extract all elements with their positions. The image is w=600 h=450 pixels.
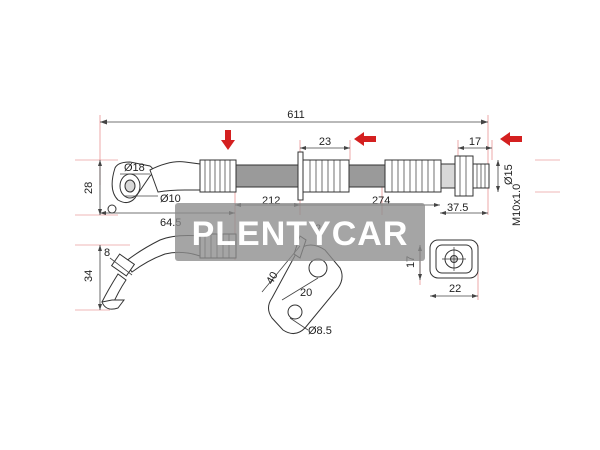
arrow-down-icon	[221, 130, 235, 150]
eye-diameter-dimension: Ø18	[120, 162, 150, 175]
bracket-plate	[297, 151, 304, 201]
hole-diameter-label: Ø10	[160, 193, 181, 205]
bend-height-label: 34	[83, 270, 95, 282]
hex-width-label: 22	[449, 283, 461, 295]
arrow-left-icon	[354, 132, 376, 146]
overall-length-label: 611	[287, 109, 305, 121]
fitting-length-label: 37.5	[447, 202, 468, 214]
bracket-hole-diameter-label: Ø8.5	[308, 325, 332, 337]
hex-end-view	[429, 239, 479, 279]
bracket-hole-diameter-dimension: Ø8.5	[289, 317, 332, 337]
fitting-diameter-dimension: Ø15	[496, 160, 515, 192]
arrow-left-icon	[500, 132, 522, 146]
ferrule-width-dimension: 23	[299, 136, 351, 160]
thread-spec-dimension: M10x1.0	[511, 184, 523, 226]
bracket-hole-spacing-label: 20	[300, 287, 312, 299]
bracket-hole-spacing-dimension: 20	[281, 277, 319, 301]
threaded-fitting	[440, 155, 490, 197]
bend-width-dimension: 8	[104, 247, 133, 276]
left-ferrule	[199, 159, 237, 193]
banjo-eye	[107, 161, 201, 214]
bend-height-dimension: 34	[83, 245, 102, 310]
ferrule-width-label: 23	[319, 136, 331, 148]
fitting-length-dimension: 37.5	[440, 202, 488, 215]
hose-segment	[235, 164, 301, 188]
fitting-diameter-label: Ø15	[503, 164, 515, 185]
main-hose-assembly	[107, 151, 490, 214]
eye-diameter-label: Ø18	[124, 162, 145, 174]
hose-segment	[348, 164, 386, 188]
hole-diameter-dimension: Ø10	[125, 193, 181, 205]
overall-length-dimension: 611	[100, 109, 488, 125]
bracket-length-label: 40	[264, 270, 281, 287]
red-arrow-icons	[221, 130, 522, 150]
height-label: 28	[83, 182, 95, 194]
right-ferrule	[384, 159, 442, 193]
end-length-label: 17	[469, 136, 481, 148]
height-dimension: 28	[83, 160, 102, 215]
middle-ferrule	[302, 159, 350, 193]
watermark-logo: PLENTYCAR	[175, 203, 425, 261]
watermark-text: PLENTYCAR	[192, 215, 409, 253]
bend-width-label: 8	[104, 247, 110, 259]
thread-spec-label: M10x1.0	[511, 184, 523, 226]
end-length-dimension: 17	[457, 136, 493, 160]
hex-width-dimension: 22	[430, 283, 478, 298]
